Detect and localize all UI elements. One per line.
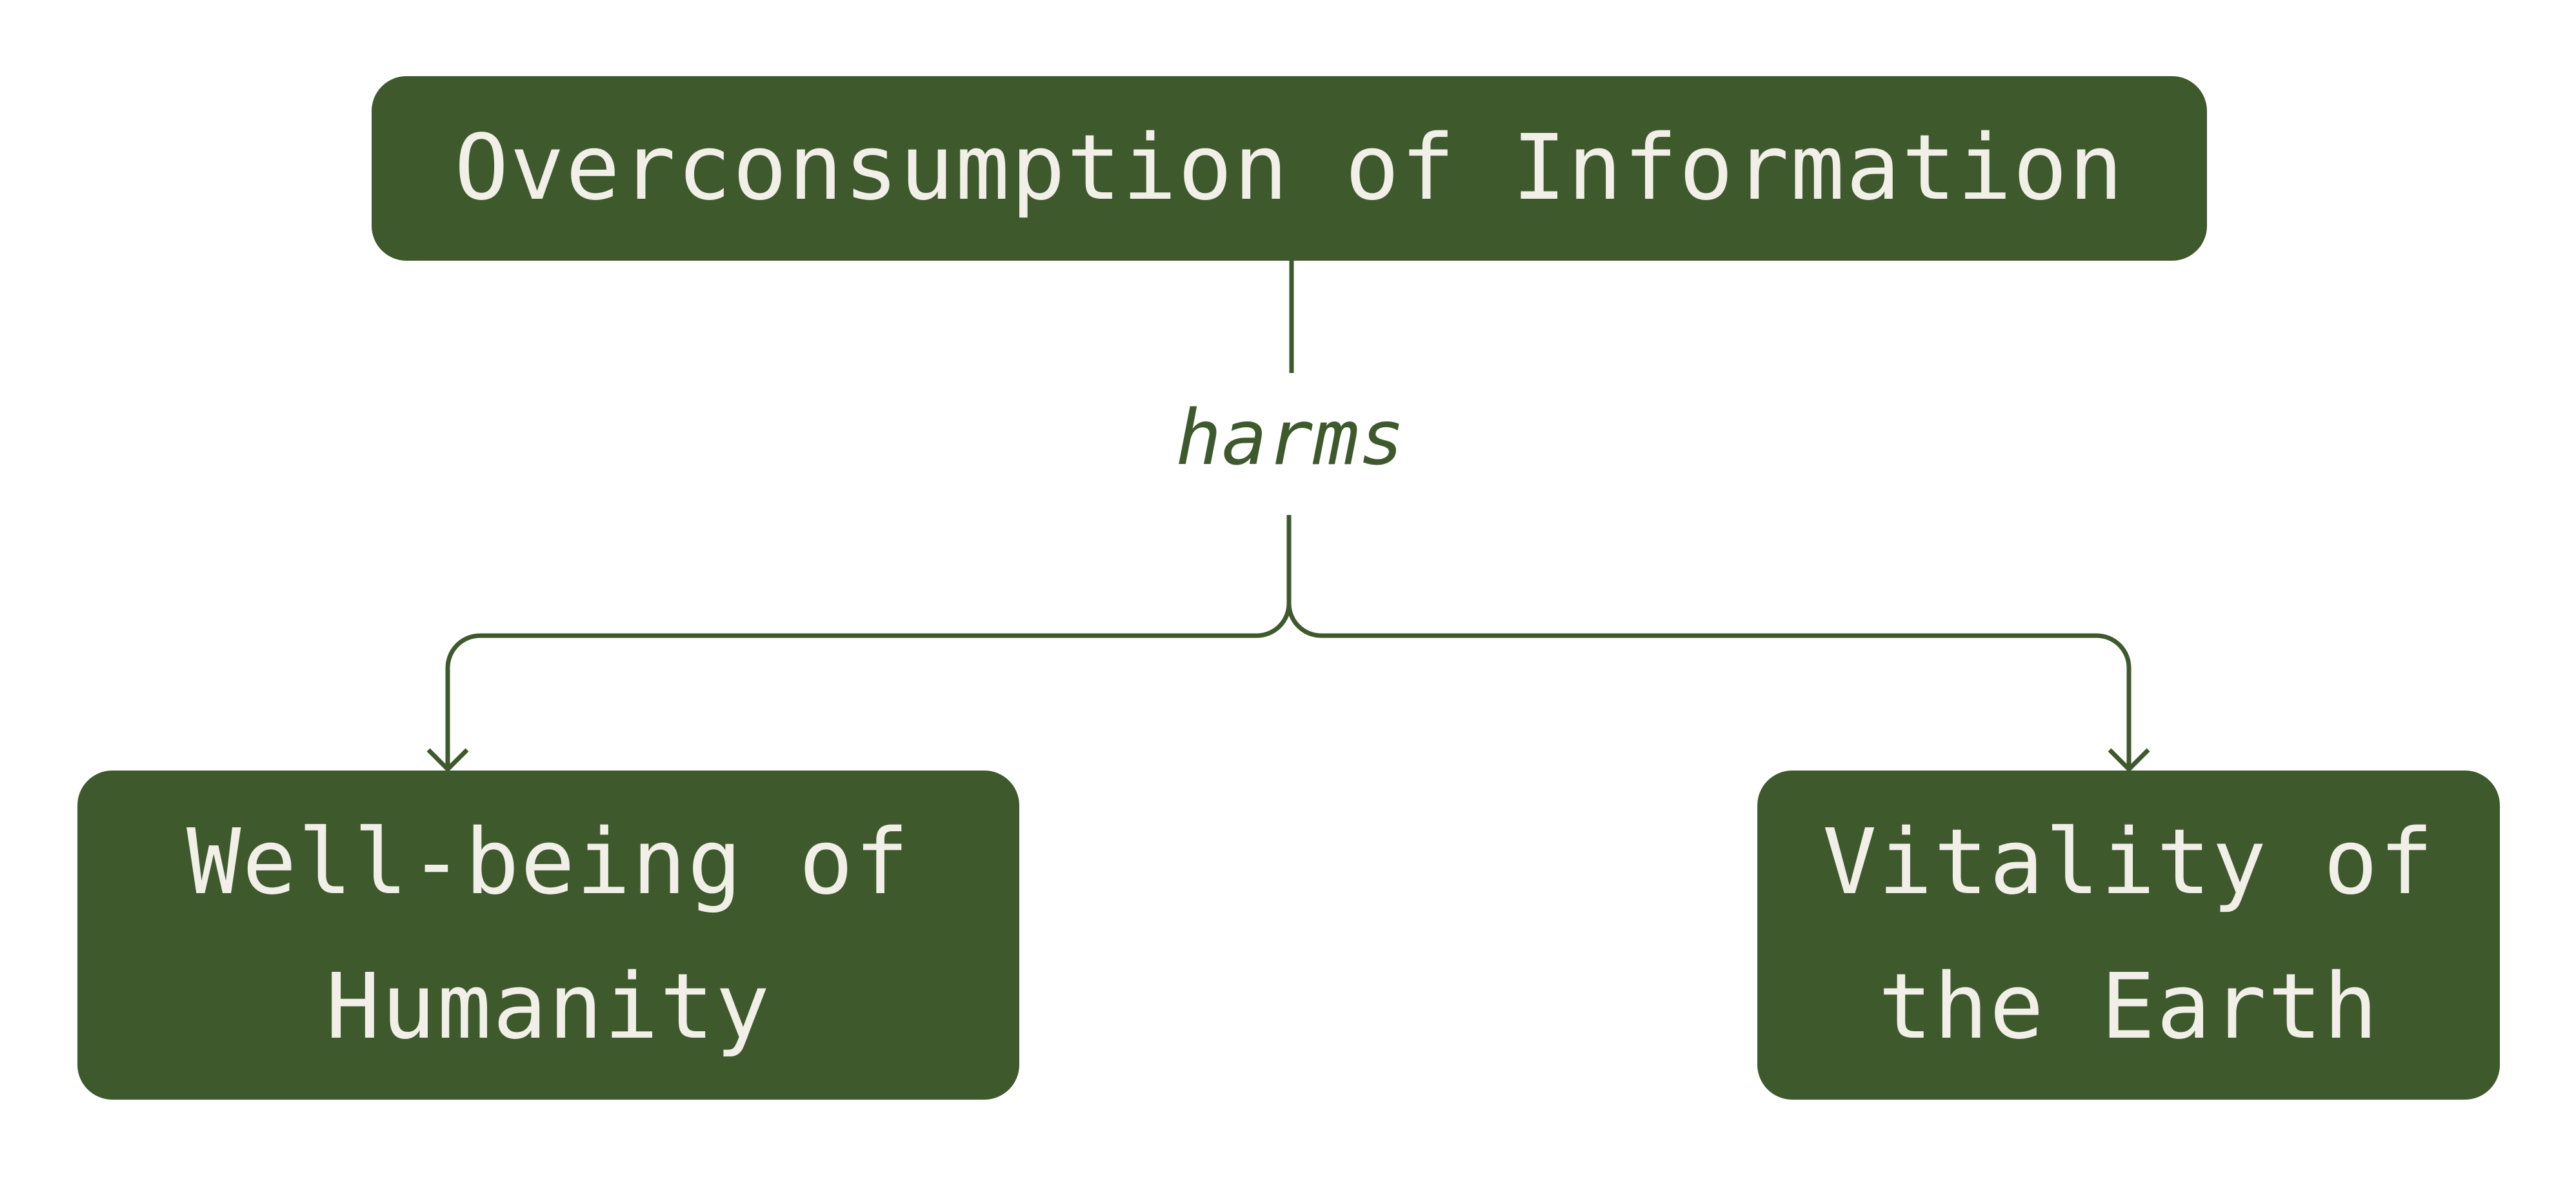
node-overconsumption-of-information: Overconsumption of Information — [372, 76, 2207, 261]
node-vitality-of-the-earth: Vitality of the Earth — [1757, 771, 2500, 1100]
node-well-being-of-humanity: Well-being of Humanity — [77, 771, 1019, 1100]
edge-label-text: harms — [1175, 393, 1405, 482]
connector-branch-left — [445, 603, 1292, 769]
arrowhead-right — [2108, 748, 2150, 772]
edge-label-harms: harms — [1161, 386, 1419, 489]
connector-branch-right — [1286, 603, 2132, 769]
arrowhead-left — [426, 748, 469, 772]
node-top-label: Overconsumption of Information — [454, 116, 2124, 221]
node-left-label: Well-being of Humanity — [186, 810, 910, 1060]
node-right-label: Vitality of the Earth — [1822, 810, 2435, 1060]
